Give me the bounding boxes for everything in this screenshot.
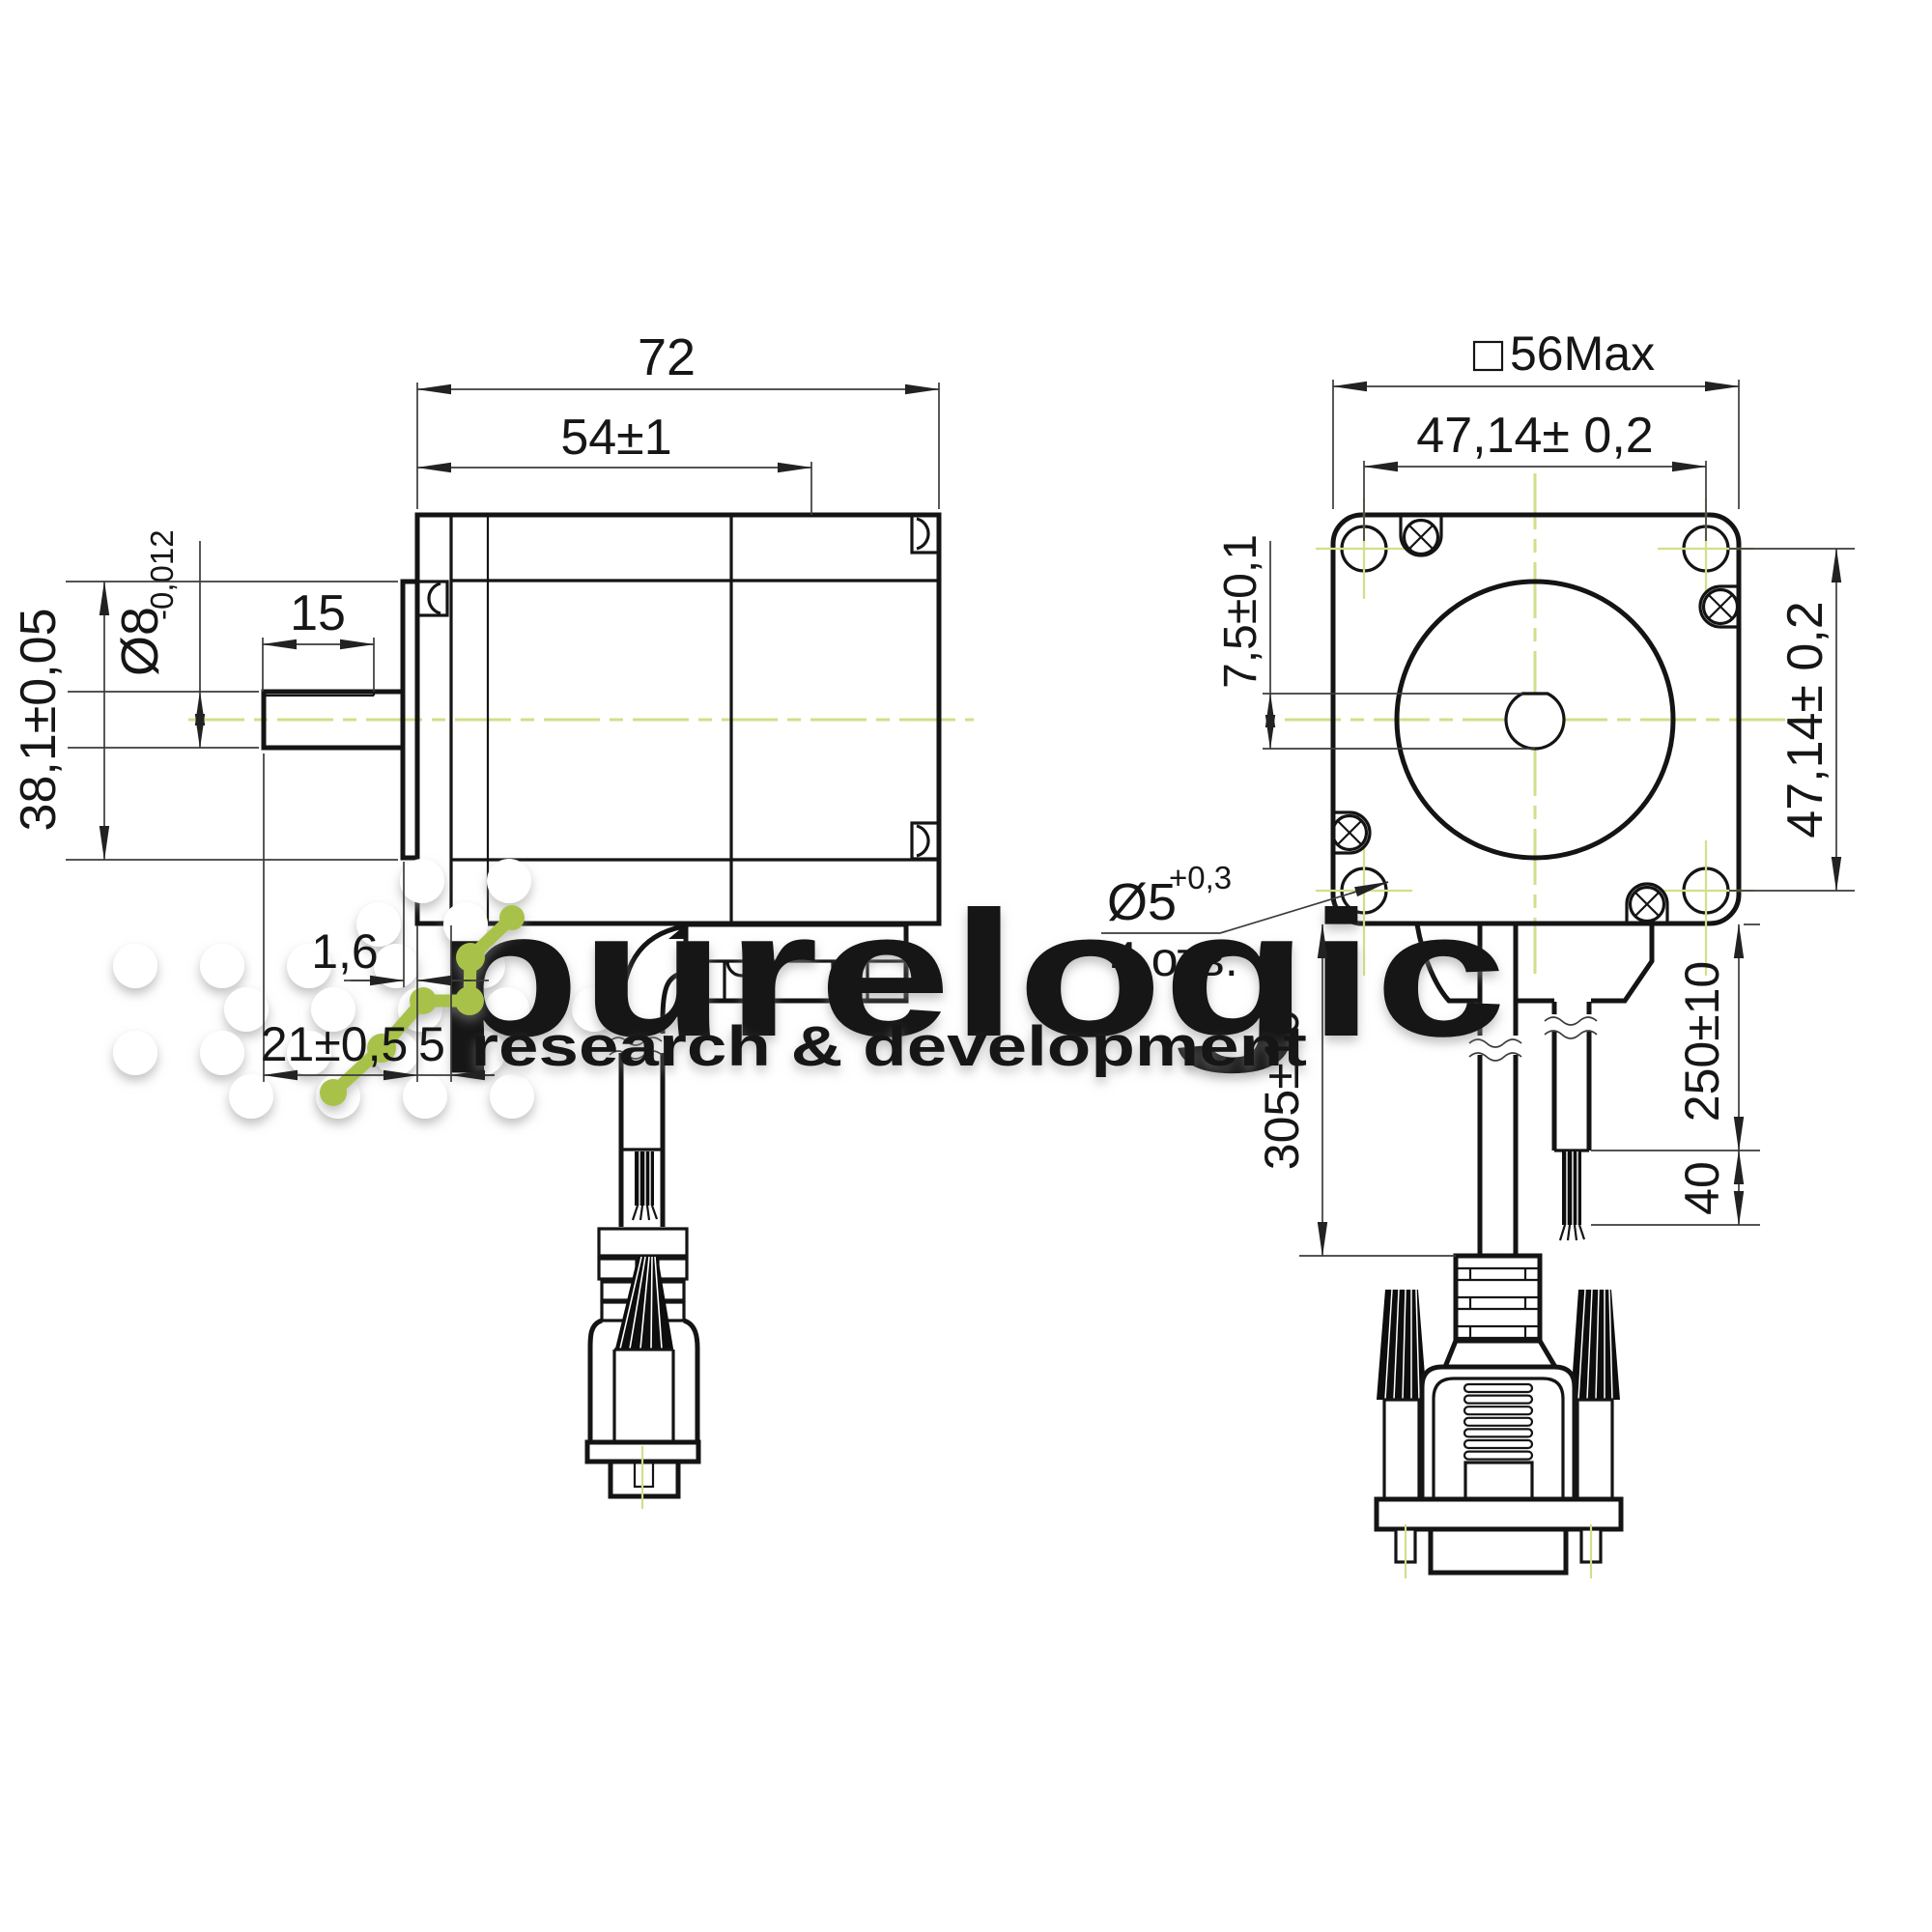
assembly-screws bbox=[1330, 515, 1740, 923]
db9-connector-front bbox=[1374, 1253, 1624, 1578]
left-cable bbox=[609, 923, 687, 1227]
dim-hole-count: 4 отв. bbox=[1111, 932, 1238, 986]
watermark-tagline: research & development bbox=[470, 1015, 1307, 1078]
watermark: purelogic research & development bbox=[113, 859, 1507, 1119]
dimensions: 72 54±1 15 Ø8 -0,012 38,1±0,05 1,6 21±0,… bbox=[11, 327, 1855, 1257]
cable-boot bbox=[1414, 923, 1655, 1004]
dim-54: 54±1 bbox=[560, 410, 671, 466]
dim-72: 72 bbox=[638, 328, 696, 386]
right-view bbox=[1285, 473, 1804, 1578]
left-view bbox=[188, 512, 974, 1509]
dim-holes-v: 47,14± 0,2 bbox=[1777, 601, 1833, 838]
dim-shaft-flat: 7,5±0,1 bbox=[1215, 534, 1266, 689]
dim-cable-main: 305±10 bbox=[1255, 1009, 1309, 1170]
dim-frame: 56Max bbox=[1510, 327, 1655, 381]
dim-hole-dia: Ø5 bbox=[1107, 873, 1177, 931]
lead-cable bbox=[1544, 1002, 1598, 1241]
dim-hole-tol: +0,3 bbox=[1169, 860, 1232, 895]
dim-shaft-dia: Ø8 bbox=[111, 607, 169, 676]
main-cable bbox=[1468, 924, 1523, 1256]
dim-shaft-dia-tol: -0,012 bbox=[144, 529, 180, 620]
dim-15: 15 bbox=[290, 585, 346, 641]
dim-cable-leads: 250±10 bbox=[1675, 961, 1729, 1122]
dim-shaft-length: 21±0,5 bbox=[261, 1017, 409, 1071]
terminal-box bbox=[668, 922, 909, 1004]
dim-boss-dia: 38,1±0,05 bbox=[11, 609, 67, 832]
watermark-brand: purelogic bbox=[435, 875, 1507, 1074]
logo-dots bbox=[320, 905, 525, 1106]
db9-connector-side bbox=[584, 1227, 701, 1509]
dim-holes-h: 47,14± 0,2 bbox=[1416, 408, 1653, 464]
dim-boss-height: 1,6 bbox=[311, 924, 379, 979]
screw-hole-notches bbox=[415, 513, 941, 861]
vent-slots bbox=[1463, 1382, 1534, 1461]
dim-plate: 5 bbox=[418, 1017, 445, 1071]
dim-wire-strip: 40 bbox=[1675, 1161, 1729, 1215]
